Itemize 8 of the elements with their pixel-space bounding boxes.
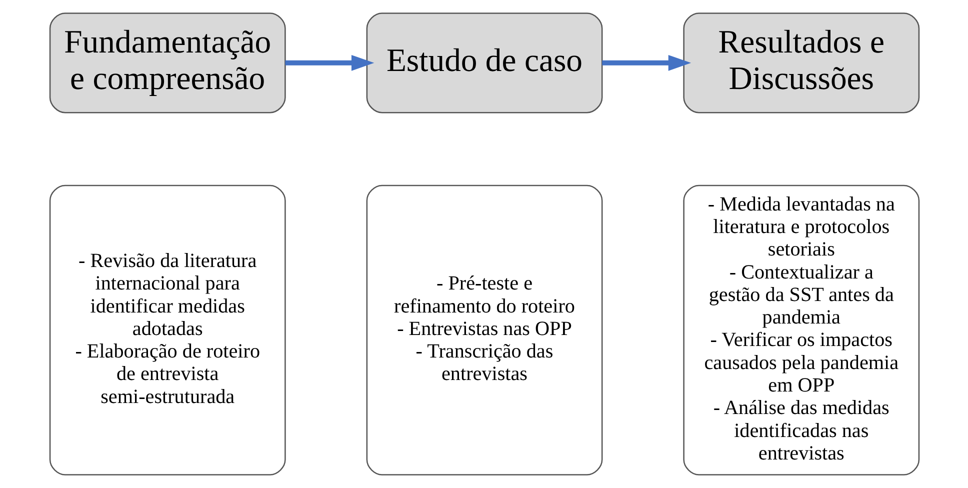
node-box: Estudo de caso [366, 12, 602, 114]
node-box: Fundamentação e compreensão [48, 12, 286, 114]
node-box: - Medida levantadas na literatura e protocolos setoriais - Contextualizar a gestão da SST antes da pandemia - Verificar os impactos causados pela pandemia em OPP - Análise das medidas identificadas nas entrevistas [682, 184, 920, 476]
arrow [602, 54, 691, 71]
arrow [284, 54, 374, 71]
node-box: Resultados e Discussões [682, 12, 920, 114]
node-box: - Revisão da literatura internacional para identificar medidas adotadas - Elaboração de roteiro de entrevista semi-estruturada [48, 184, 286, 476]
node-box: - Pré-teste e refinamento do roteiro - Entrevistas nas OPP - Transcrição das entrevistas [366, 184, 602, 476]
